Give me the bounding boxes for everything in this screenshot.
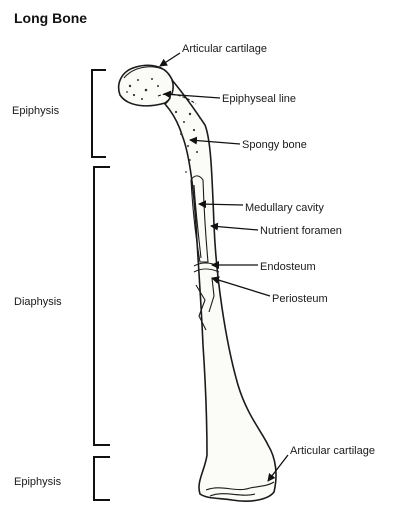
epiphysis-top-bracket [92,70,106,157]
label-periosteum: Periosteum [272,293,328,305]
diaphysis-bracket [94,167,110,445]
label-spongy-bone: Spongy bone [242,139,307,151]
label-articular-cartilage-top: Articular cartilage [182,43,267,55]
label-articular-cartilage-bottom: Articular cartilage [290,445,375,457]
bone-outline [119,65,174,106]
epiphysis-bottom-bracket [94,457,110,500]
label-endosteum: Endosteum [260,261,316,273]
region-label-epiphysis-top: Epiphysis [12,105,60,117]
label-nutrient-foramen: Nutrient foramen [260,225,342,237]
region-label-diaphysis: Diaphysis [14,296,62,308]
label-epiphyseal-line: Epiphyseal line [222,93,296,105]
region-label-epiphysis-bottom: Epiphysis [14,476,62,488]
bone-illustration [119,65,276,501]
diagram-title: Long Bone [14,10,87,26]
label-medullary-cavity: Medullary cavity [245,202,324,214]
